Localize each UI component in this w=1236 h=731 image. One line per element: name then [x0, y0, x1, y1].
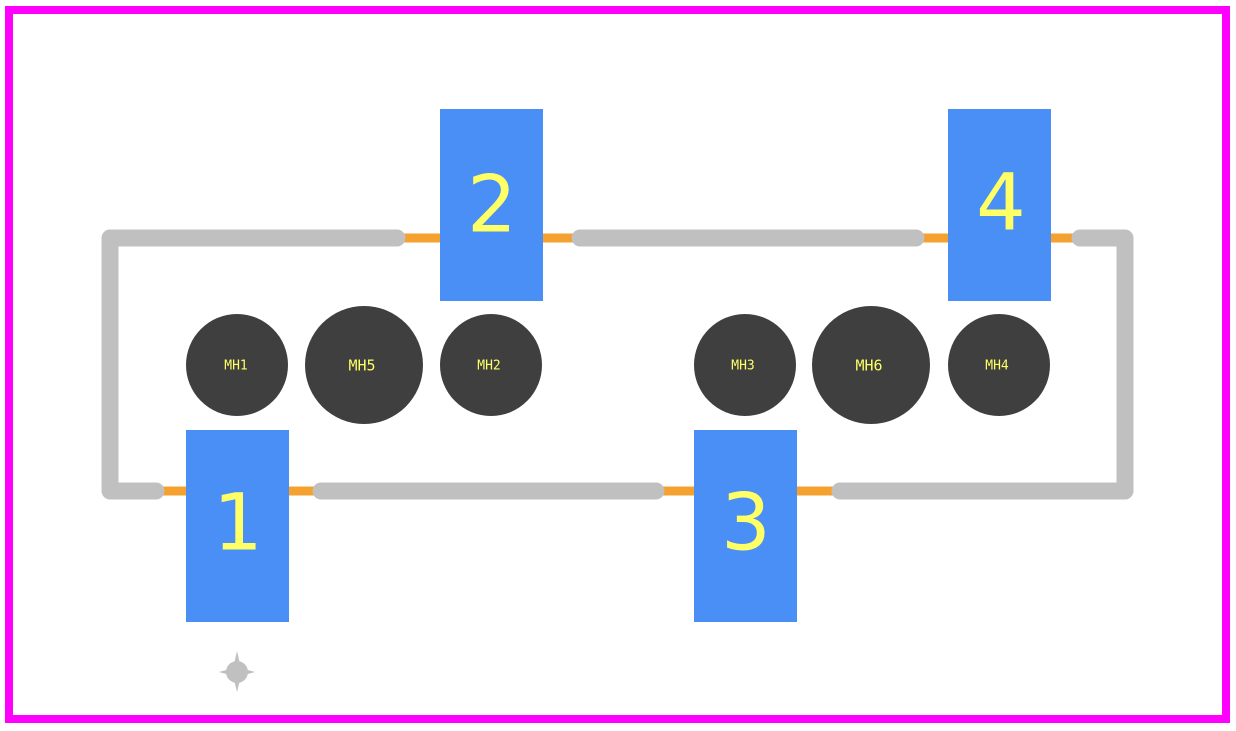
mount-hole-label: MH3 [731, 359, 754, 374]
origin-cross-icon [219, 651, 255, 692]
pad-rect [694, 430, 797, 622]
copper-traces [155, 233, 1080, 496]
pad-2: 2 [440, 109, 543, 301]
pad-3: 3 [694, 430, 797, 622]
mount-hole-label: MH5 [348, 357, 375, 375]
mount-hole-mh3: MH3 [694, 314, 796, 416]
pad-number: 4 [976, 158, 1026, 248]
mount-hole-circle [812, 306, 930, 424]
pad-number: 3 [721, 478, 771, 568]
mount-hole-mh4: MH4 [948, 314, 1050, 416]
mount-hole-mh6: MH6 [812, 306, 930, 424]
silk-segment-left [101, 229, 406, 500]
mount-hole-circle [948, 314, 1050, 416]
mount-hole-label: MH4 [985, 359, 1009, 374]
mount-hole-mh2: MH2 [440, 314, 542, 416]
pad-1: 1 [186, 430, 289, 622]
board-outline [5, 6, 1230, 723]
mount-hole-mh1: MH1 [186, 314, 288, 416]
silk-segment-right [831, 229, 1134, 500]
mount-hole-label: MH2 [477, 359, 500, 374]
mount-hole-mh5: MH5 [305, 306, 423, 424]
mount-hole-circle [186, 314, 288, 416]
mount-hole-circle [694, 314, 796, 416]
origin-marker-cross [219, 651, 255, 692]
pad-rect [440, 109, 543, 301]
mount-hole-circle [440, 314, 542, 416]
pad-number: 1 [213, 478, 263, 568]
mount-hole-label: MH1 [224, 359, 247, 374]
pad-rect [948, 109, 1051, 301]
mount-hole-circle [305, 306, 423, 424]
silkscreen-outline [101, 229, 1134, 500]
mount-hole-label: MH6 [855, 357, 882, 375]
pad-4: 4 [948, 109, 1051, 301]
pad-rect [186, 430, 289, 622]
pad-number: 2 [467, 160, 517, 250]
